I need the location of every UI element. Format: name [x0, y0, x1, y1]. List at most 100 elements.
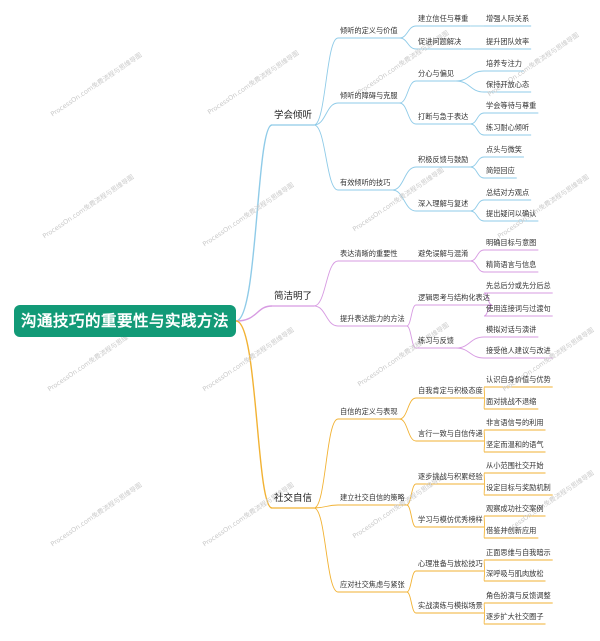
leaf-topic[interactable]: 提出疑问以确认 [486, 209, 537, 218]
connector-n0-2-1 [392, 189, 417, 212]
topic-learn-to-listen[interactable]: 学会倾听 [274, 110, 313, 121]
connector-n1-1-1-1 [455, 347, 485, 359]
subtopic[interactable]: 提升表达能力的方法 [340, 314, 405, 323]
connector-n2-2-1 [406, 591, 417, 614]
connector-n0-2-1-1 [470, 210, 485, 222]
leaf-topic[interactable]: 模拟对话与演讲 [486, 325, 537, 334]
leaf-topic[interactable]: 观察成功社交案例 [486, 504, 544, 513]
connector-n0-1-1-0 [470, 112, 485, 125]
connector-n1-1-1-0 [455, 336, 485, 349]
connector-n1-1-0-0 [483, 292, 493, 306]
subtopic[interactable]: 表达清晰的重要性 [340, 249, 398, 258]
leaf-topic[interactable]: 设定目标与奖励机制 [486, 483, 551, 492]
connector-n2-0-1-0 [483, 429, 486, 442]
connector-n2-2-1-0 [483, 602, 486, 614]
connector-n0-0-1 [399, 37, 417, 50]
subtopic[interactable]: 促进问题解决 [418, 37, 462, 46]
subtopic[interactable]: 有效倾听的技巧 [340, 178, 391, 187]
connector-n0-0-0 [399, 25, 417, 39]
leaf-topic[interactable]: 认识自身价值与优势 [486, 375, 551, 384]
connector-n0-2-0-1 [470, 166, 485, 179]
leaf-topic[interactable]: 接受他人建议与改进 [486, 346, 551, 355]
leaf-topic[interactable]: 角色扮演与反馈调整 [486, 591, 551, 600]
connector-n2-0-0 [399, 397, 417, 420]
subtopic[interactable]: 逻辑思考与结构化表达 [418, 293, 490, 302]
connector-n0-0 [313, 37, 339, 126]
subtopic[interactable]: 倾听的障碍与克服 [340, 91, 398, 100]
topic-concise-and-clear[interactable]: 简洁明了 [274, 291, 313, 302]
connector-n2-2-0-0 [483, 559, 486, 572]
connector-n1 [235, 305, 273, 322]
leaf-topic[interactable]: 借鉴并创新应用 [486, 526, 537, 535]
subtopic[interactable]: 应对社交焦虑与紧张 [340, 580, 405, 589]
connector-n2-2-0 [406, 570, 417, 593]
leaf-topic[interactable]: 从小范围社交开始 [486, 461, 544, 470]
subtopic[interactable]: 自信的定义与表现 [340, 407, 398, 416]
leaf-topic[interactable]: 简短回应 [486, 166, 515, 175]
subtopic[interactable]: 深入理解与复述 [418, 199, 469, 208]
subtopic[interactable]: 心理准备与放松技巧 [418, 559, 483, 568]
leaf-topic[interactable]: 增强人际关系 [486, 14, 530, 23]
subtopic[interactable]: 自我肯定与积极态度 [418, 386, 483, 395]
subtopic[interactable]: 实战演练与模拟场景 [418, 601, 483, 610]
connector-n0-2 [313, 124, 339, 191]
leaf-topic[interactable]: 精简语言与信息 [486, 260, 537, 269]
leaf-topic[interactable]: 先总后分或先分后总 [486, 281, 551, 290]
connector-n2-1-0 [406, 483, 417, 506]
leaf-topic[interactable]: 保持开放心态 [486, 80, 530, 89]
connector-n1-1-0 [406, 304, 417, 327]
leaf-topic[interactable]: 深呼吸与肌肉放松 [486, 569, 544, 578]
root-topic[interactable]: 沟通技巧的重要性与实践方法 [14, 305, 236, 337]
leaf-topic[interactable]: 培养专注力 [486, 59, 522, 68]
connector-n1-0-0-1 [470, 260, 485, 273]
connector-n0-1-1-1 [470, 123, 485, 136]
connector-n2-0-0-0 [483, 386, 486, 399]
subtopic[interactable]: 建立社交自信的策略 [340, 493, 405, 502]
connector-n0-2-0-0 [470, 156, 485, 168]
subtopic[interactable]: 积极反馈与鼓励 [418, 155, 469, 164]
connector-n2-1 [314, 504, 339, 509]
leaf-topic[interactable]: 提升团队效率 [486, 37, 530, 46]
connector-n1-1 [313, 305, 339, 327]
subtopic[interactable]: 言行一致与自信传递 [418, 429, 483, 438]
subtopic[interactable]: 避免误解与混淆 [418, 249, 469, 258]
connector-n2-1-1-1 [483, 526, 486, 539]
topic-social-confidence[interactable]: 社交自信 [274, 493, 313, 504]
subtopic[interactable]: 分心与偏见 [418, 69, 454, 78]
connector-n1-0-0-0 [470, 249, 485, 262]
connector-n0-2-1-0 [470, 199, 485, 212]
subtopic[interactable]: 学习与模仿优秀榜样 [418, 515, 483, 524]
leaf-topic[interactable]: 明确目标与意图 [486, 238, 537, 247]
leaf-topic[interactable]: 使用连接词与过渡句 [486, 304, 551, 313]
connector-n2-0-0-1 [483, 397, 486, 410]
leaf-topic[interactable]: 非言语信号的利用 [486, 418, 544, 427]
leaf-topic[interactable]: 练习耐心倾听 [486, 123, 530, 132]
connector-n0-1-0-0 [455, 70, 485, 82]
connector-n2-0-1-1 [483, 440, 486, 453]
connector-n1-1-1 [406, 325, 417, 349]
connector-n2-1-1 [406, 504, 417, 528]
leaf-topic[interactable]: 面对挑战不退缩 [486, 397, 537, 406]
connector-n1-0 [313, 260, 339, 307]
subtopic[interactable]: 打断与急于表达 [418, 112, 469, 121]
leaf-topic[interactable]: 逐步扩大社交圈子 [486, 612, 544, 621]
subtopic[interactable]: 逐步挑战与积累经验 [418, 472, 483, 481]
leaf-topic[interactable]: 总结对方观点 [486, 188, 530, 197]
connector-n0-2-0 [392, 166, 417, 191]
connector-n1-1-0-1 [483, 304, 493, 317]
connector-n0 [235, 124, 273, 322]
leaf-topic[interactable]: 学会等待与尊重 [486, 101, 537, 110]
leaf-topic[interactable]: 正面思维与自我暗示 [486, 548, 551, 557]
connector-n0-1-1 [399, 102, 417, 125]
leaf-topic[interactable]: 点头与微笑 [486, 145, 522, 154]
connector-n2-2 [313, 507, 339, 593]
connector-n2 [235, 320, 273, 509]
connector-n2-1-1-0 [483, 515, 486, 528]
subtopic[interactable]: 建立信任与尊重 [418, 14, 469, 23]
leaf-topic[interactable]: 坚定而温和的语气 [486, 440, 544, 449]
subtopic[interactable]: 练习与反馈 [418, 336, 454, 345]
subtopic[interactable]: 倾听的定义与价值 [340, 26, 398, 35]
connector-n2-1-0-0 [483, 472, 486, 485]
